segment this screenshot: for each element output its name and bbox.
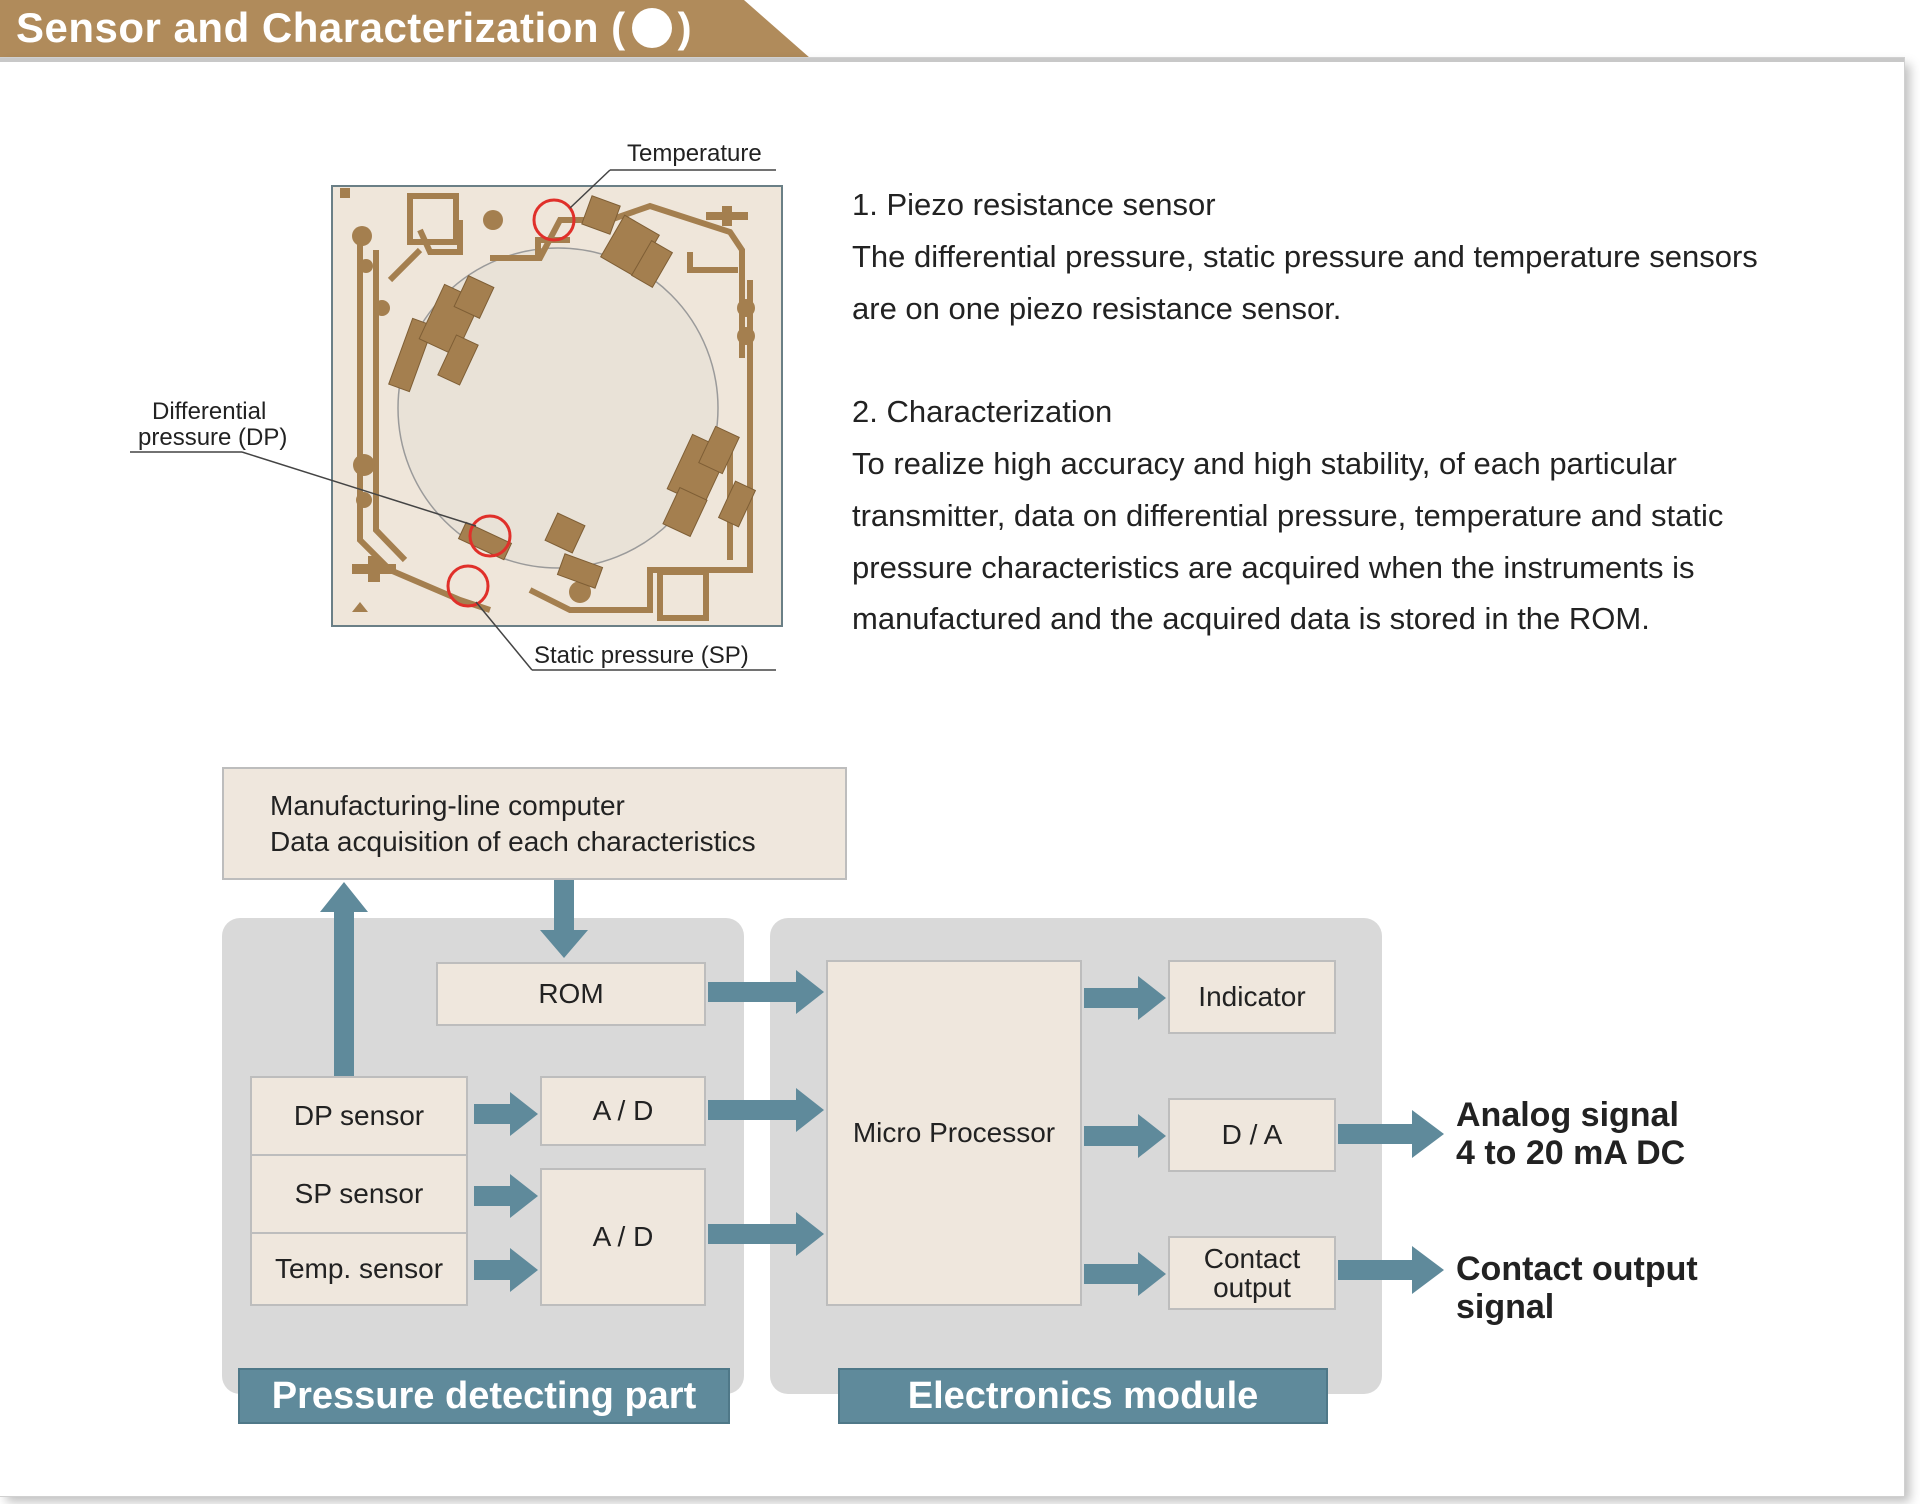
differential-pressure-label-line2: pressure (DP) (138, 424, 288, 451)
micro-processor-label: Micro Processor (852, 1117, 1056, 1149)
section-title: Sensor and Characterization ( ) (16, 4, 692, 52)
ad-converter-bottom-box: A / D (540, 1168, 706, 1306)
electronics-module-label: Electronics module (838, 1368, 1328, 1424)
da-converter-box: D / A (1168, 1098, 1336, 1172)
filled-circle-icon (631, 8, 672, 48)
temperature-highlight (532, 198, 576, 242)
rom-box: ROM (436, 962, 706, 1026)
temp-sensor-label: Temp. sensor (274, 1253, 444, 1285)
sp-sensor-label: SP sensor (294, 1178, 424, 1210)
chip-square-pad-top (407, 193, 459, 245)
contact-output-line1: Contact (1203, 1242, 1301, 1274)
indicator-box: Indicator (1168, 960, 1336, 1034)
diaphragm-circle (397, 247, 719, 569)
micro-processor-box: Micro Processor (826, 960, 1082, 1306)
manufacturing-computer-box: Manufacturing-line computer Data acquisi… (222, 767, 847, 880)
right-arrow-icon (1084, 1114, 1166, 1158)
rom-label: ROM (538, 978, 604, 1010)
right-arrow-icon (474, 1174, 538, 1218)
dp-sensor-box: DP sensor (250, 1076, 468, 1156)
contact-output-signal-line1: Contact output (1456, 1250, 1698, 1288)
piezo-sensor-chip-illustration (130, 169, 783, 671)
ad-top-label: A / D (592, 1095, 654, 1127)
right-arrow-icon (1084, 976, 1166, 1020)
dp-highlight (468, 514, 512, 558)
chip-pads (352, 210, 755, 603)
right-arrow-icon (708, 1088, 824, 1132)
down-arrow-icon (540, 880, 588, 958)
piezo-heading: 1. Piezo resistance sensor (852, 187, 1216, 222)
piezo-text-line2: are on one piezo resistance sensor. (852, 291, 1342, 326)
characterization-heading: 2. Characterization (852, 394, 1113, 429)
right-arrow-icon (474, 1092, 538, 1136)
characterization-text-line1: To realize high accuracy and high stabil… (852, 446, 1677, 481)
sp-highlight (446, 564, 490, 608)
analog-signal-line1: Analog signal (1456, 1096, 1679, 1134)
differential-pressure-label-line1: Differential (152, 398, 267, 425)
highlight-circles (446, 198, 576, 608)
right-arrow-icon (1338, 1110, 1444, 1158)
analog-signal-label: Analog signal 4 to 20 mA DC (1456, 1096, 1685, 1172)
sp-sensor-box: SP sensor (250, 1154, 468, 1234)
section-title-close: ) (677, 4, 693, 51)
section-title-text: Sensor and Characterization ( (16, 4, 626, 51)
analog-signal-line2: 4 to 20 mA DC (1456, 1134, 1686, 1173)
right-arrow-icon (474, 1248, 538, 1292)
contact-output-box: Contact output (1168, 1236, 1336, 1310)
static-pressure-label: Static pressure (SP) (534, 642, 749, 669)
characterization-text-line2: transmitter, data on differential pressu… (852, 498, 1724, 533)
computer-line1: Manufacturing-line computer (270, 790, 625, 822)
contact-output-signal-label: Contact output signal (1456, 1250, 1698, 1326)
right-arrow-icon (708, 1212, 824, 1256)
right-arrow-icon (708, 970, 824, 1014)
computer-line2: Data acquisition of each characteristics (270, 825, 756, 857)
dp-sensor-label: DP sensor (293, 1100, 425, 1132)
indicator-label: Indicator (1198, 981, 1306, 1013)
chip-cross-marks (340, 188, 748, 612)
contact-output-signal-line2: signal (1456, 1288, 1555, 1327)
right-arrow-icon (1338, 1246, 1444, 1294)
ad-converter-top-box: A / D (540, 1076, 706, 1146)
chip-square-pad-bottom (657, 569, 709, 621)
temperature-label: Temperature (627, 140, 762, 167)
right-arrow-icon (1084, 1252, 1166, 1296)
contact-output-line2: output (1213, 1272, 1291, 1303)
up-arrow-icon (320, 882, 368, 1076)
leader-lines (130, 169, 776, 671)
characterization-text-line4: manufactured and the acquired data is st… (852, 601, 1650, 636)
piezo-text-line1: The differential pressure, static pressu… (852, 239, 1758, 274)
characterization-text-line3: pressure characteristics are acquired wh… (852, 550, 1695, 585)
da-label: D / A (1221, 1119, 1283, 1151)
temp-sensor-box: Temp. sensor (250, 1232, 468, 1306)
ad-bottom-label: A / D (592, 1221, 654, 1253)
pressure-detecting-part-label: Pressure detecting part (238, 1368, 730, 1424)
